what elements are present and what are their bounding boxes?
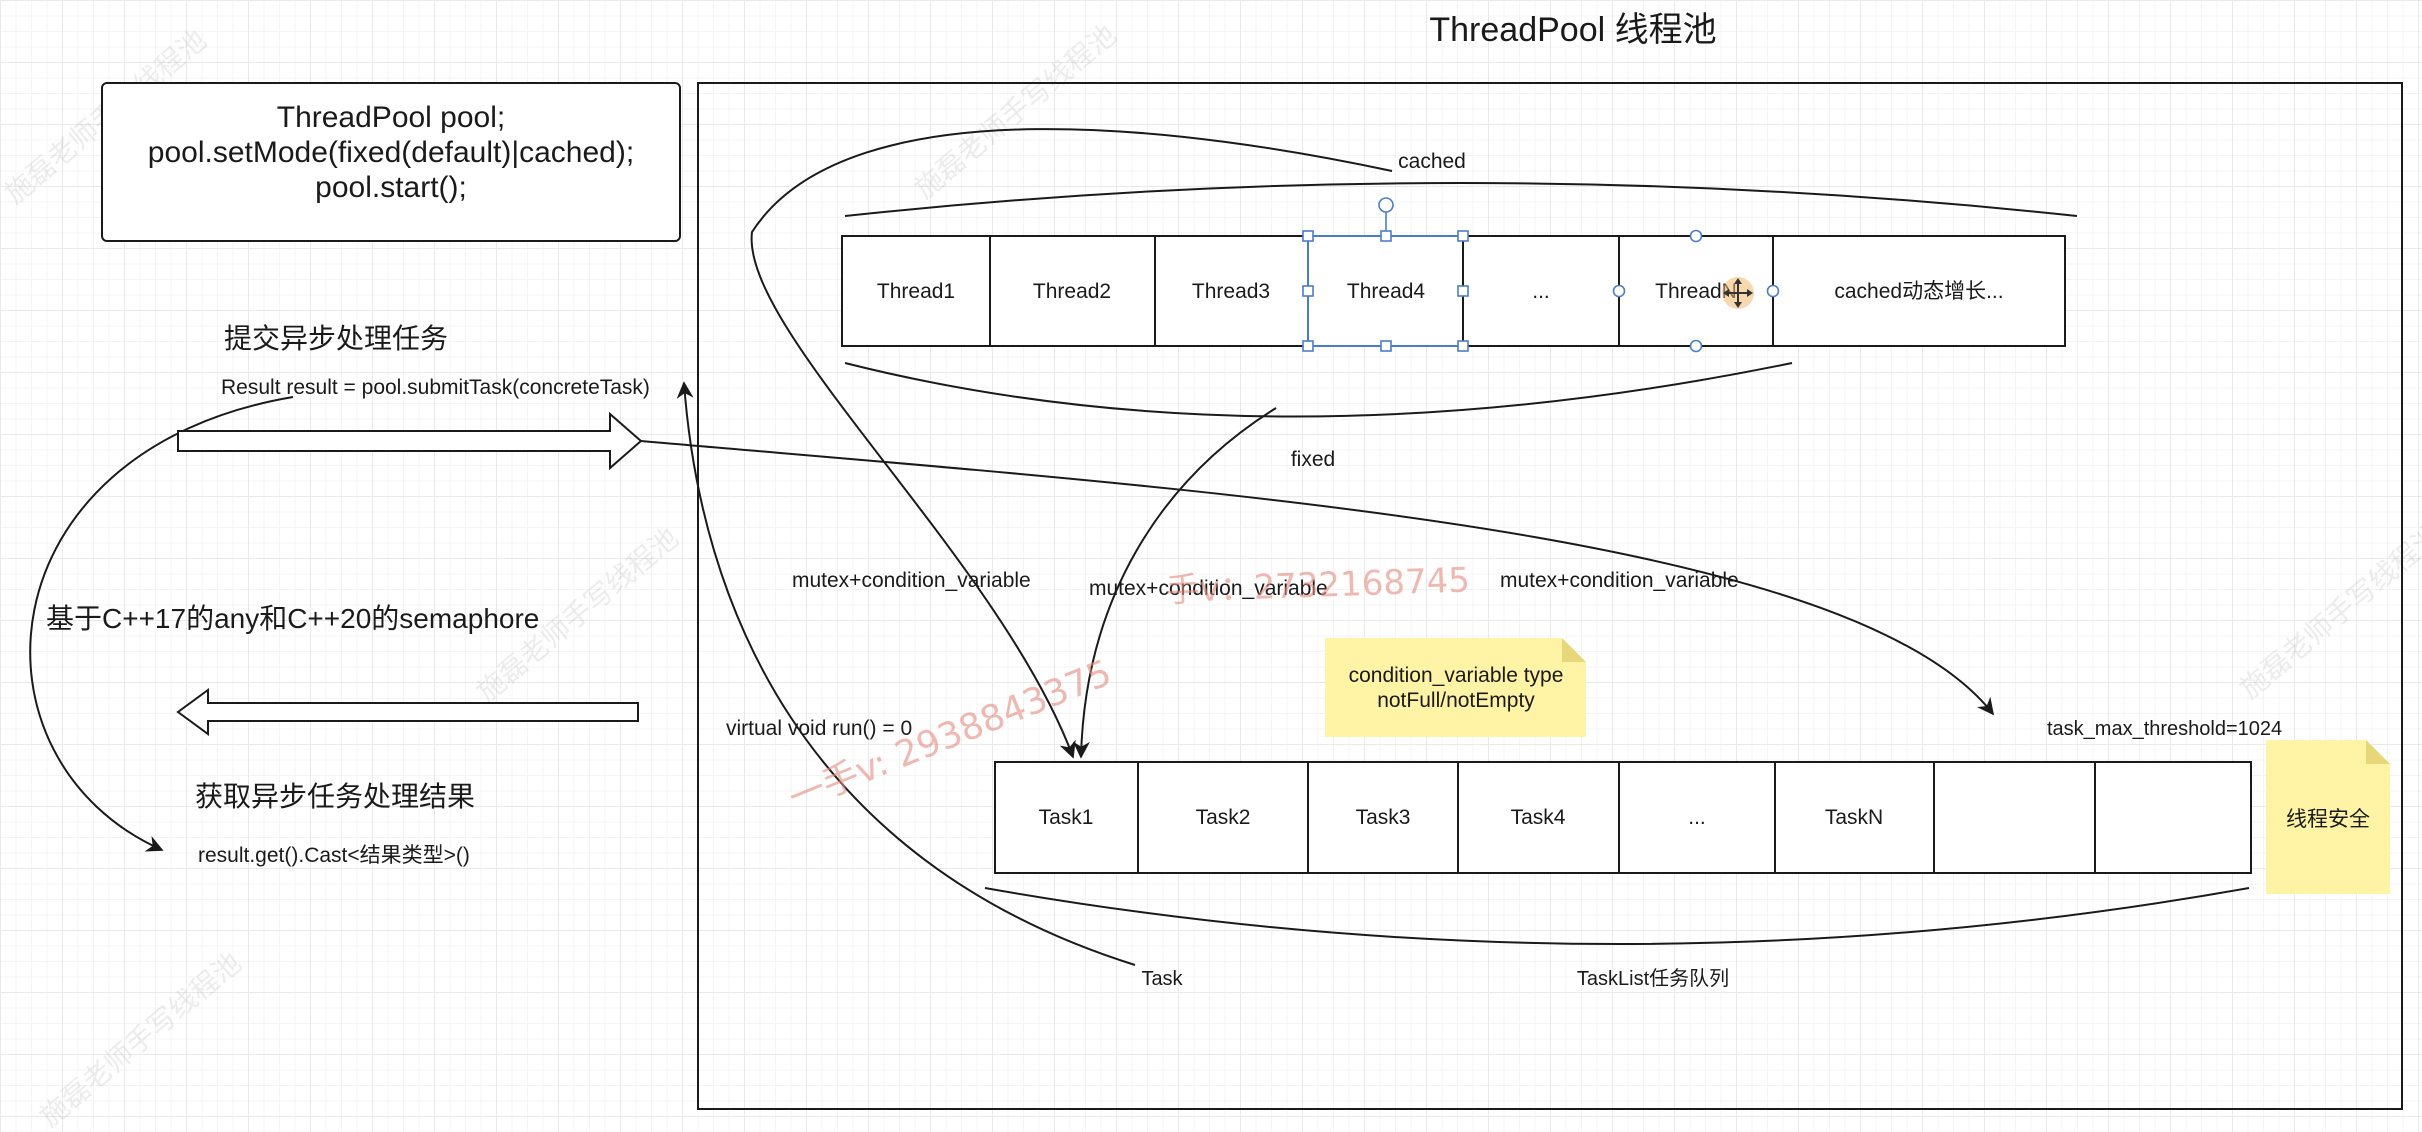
cursor-cross bbox=[1726, 281, 1750, 305]
code-line-setmode: pool.setMode(fixed(default)|cached); bbox=[148, 136, 634, 169]
task-brace[interactable] bbox=[984, 887, 2250, 945]
task-cell[interactable] bbox=[994, 761, 1139, 874]
thread-label: Thread3 bbox=[1192, 280, 1270, 303]
submit-arrow[interactable] bbox=[177, 411, 643, 471]
resize-handle[interactable] bbox=[1457, 340, 1469, 352]
connection-point[interactable] bbox=[1766, 284, 1780, 298]
mechanism-text[interactable]: 基于C++17的any和C++20的semaphore bbox=[46, 603, 539, 634]
thread-top-brace[interactable] bbox=[844, 182, 2078, 217]
thread-list[interactable]: Thread1 Thread2 Thread3 Thread4 ... Thre… bbox=[841, 235, 2066, 347]
task-label: Task3 bbox=[1356, 806, 1411, 829]
task-label: Task4 bbox=[1511, 806, 1566, 829]
selection-handles[interactable] bbox=[1302, 197, 1469, 352]
task-queue[interactable]: Task1 Task2 Task3 Task4 ... TaskN bbox=[994, 761, 2252, 874]
threadpool-frame[interactable] bbox=[697, 82, 2403, 1110]
task-caption[interactable]: Task bbox=[1141, 968, 1183, 990]
thread-label: ThreadN bbox=[1655, 280, 1737, 303]
condvar-note[interactable]: condition_variable type notFull/notEmpty bbox=[1325, 638, 1586, 737]
brand-watermark: 施磊老师手写线程池 bbox=[908, 18, 1122, 205]
rotate-handle[interactable] bbox=[1378, 197, 1394, 213]
brand-watermark: 施磊老师手写线程池 bbox=[2233, 518, 2422, 705]
result-heading[interactable]: 获取异步任务处理结果 bbox=[195, 781, 475, 812]
thread-cell-cached-growth[interactable] bbox=[1772, 235, 2066, 347]
thread-label: Thread1 bbox=[877, 280, 955, 303]
resize-handle[interactable] bbox=[1302, 285, 1314, 297]
cached-label[interactable]: cached bbox=[1398, 150, 1466, 173]
task-threshold-text[interactable]: task_max_threshold=1024 bbox=[2047, 718, 2282, 740]
resize-handle[interactable] bbox=[1457, 230, 1469, 242]
submit-code[interactable]: Result result = pool.submitTask(concrete… bbox=[221, 376, 650, 399]
result-arrow[interactable] bbox=[176, 688, 639, 736]
resize-handle[interactable] bbox=[1380, 230, 1392, 242]
task-to-submit-edge[interactable] bbox=[676, 381, 1136, 966]
thread-label: ... bbox=[1532, 280, 1550, 303]
task-cell[interactable] bbox=[1137, 761, 1309, 874]
note-line: condition_variable type bbox=[1349, 664, 1564, 687]
connection-point[interactable] bbox=[1689, 339, 1703, 353]
cached-edge[interactable] bbox=[750, 128, 1393, 759]
submit-heading[interactable]: 提交异步处理任务 bbox=[224, 323, 448, 354]
result-code[interactable]: result.get().Cast<结果类型>() bbox=[198, 844, 470, 867]
thread-bottom-brace[interactable] bbox=[844, 362, 1793, 418]
sync-label[interactable]: mutex+condition_variable bbox=[1500, 569, 1739, 592]
note-body bbox=[2266, 740, 2390, 894]
code-line-declare: ThreadPool pool; bbox=[277, 101, 506, 134]
sync-label[interactable]: mutex+condition_variable bbox=[1089, 577, 1328, 600]
note-fold bbox=[2366, 740, 2390, 764]
result-return-edge[interactable] bbox=[29, 396, 294, 852]
resize-handle[interactable] bbox=[1380, 340, 1392, 352]
task-cell-empty[interactable] bbox=[1933, 761, 2096, 874]
resize-handle[interactable] bbox=[1457, 285, 1469, 297]
note-fold bbox=[1562, 638, 1586, 662]
task-cell[interactable] bbox=[1774, 761, 1935, 874]
brand-watermark: 施磊老师手写线程池 bbox=[33, 946, 247, 1132]
task-label: TaskN bbox=[1825, 806, 1883, 829]
cursor-arrowheads bbox=[1723, 278, 1753, 308]
thread-cell[interactable] bbox=[1154, 235, 1309, 347]
resize-handle[interactable] bbox=[1302, 230, 1314, 242]
note-text: 线程安全 bbox=[2286, 808, 2370, 831]
fixed-edge[interactable] bbox=[1072, 407, 1277, 759]
thread-label: Thread4 bbox=[1347, 280, 1426, 303]
code-box-frame bbox=[101, 82, 681, 242]
connection-point[interactable] bbox=[1612, 284, 1626, 298]
thread-safe-note[interactable]: 线程安全 bbox=[2266, 740, 2390, 894]
task-label: Task2 bbox=[1196, 806, 1251, 829]
thread-label: cached动态增长... bbox=[1834, 280, 2003, 303]
connection-point[interactable] bbox=[1689, 229, 1703, 243]
thread-label: Thread2 bbox=[1033, 280, 1111, 303]
code-box[interactable]: ThreadPool pool; pool.setMode(fixed(defa… bbox=[101, 82, 681, 242]
thread-cell[interactable] bbox=[989, 235, 1156, 347]
connection-points[interactable] bbox=[1612, 229, 1780, 353]
resize-handle[interactable] bbox=[1302, 340, 1314, 352]
task-cell[interactable] bbox=[1307, 761, 1459, 874]
code-line-start: pool.start(); bbox=[315, 171, 467, 204]
thread-cell[interactable] bbox=[1462, 235, 1620, 347]
note-line: notFull/notEmpty bbox=[1377, 689, 1535, 712]
sync-label[interactable]: mutex+condition_variable bbox=[792, 569, 1031, 592]
fixed-label[interactable]: fixed bbox=[1291, 448, 1335, 471]
task-interface-text[interactable]: virtual void run() = 0 bbox=[726, 717, 912, 740]
diagram-title[interactable]: ThreadPool 线程池 bbox=[1429, 11, 1716, 49]
task-label: ... bbox=[1688, 806, 1706, 829]
task-cell-empty[interactable] bbox=[2094, 761, 2252, 874]
move-cursor-icon bbox=[1722, 277, 1754, 309]
submit-to-queue-edge[interactable] bbox=[640, 440, 1995, 716]
task-label: Task1 bbox=[1039, 806, 1094, 829]
tasklist-caption[interactable]: TaskList任务队列 bbox=[1577, 967, 1729, 990]
note-body bbox=[1325, 638, 1586, 737]
task-cell[interactable] bbox=[1618, 761, 1776, 874]
contact-watermark: 手v：2732168745 bbox=[1165, 560, 1471, 611]
